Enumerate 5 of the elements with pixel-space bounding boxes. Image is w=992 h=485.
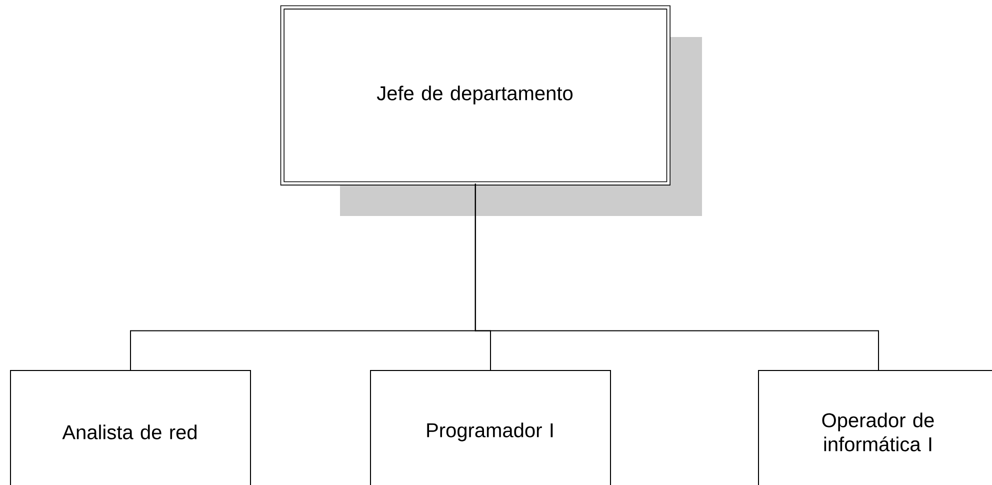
connector [474, 183, 880, 370]
org-box: Jefe de departamento [280, 5, 670, 186]
org-box: Programador I [370, 370, 611, 485]
org-box: Operador de informática I [758, 370, 992, 485]
org-box: Analista de red [10, 370, 251, 485]
